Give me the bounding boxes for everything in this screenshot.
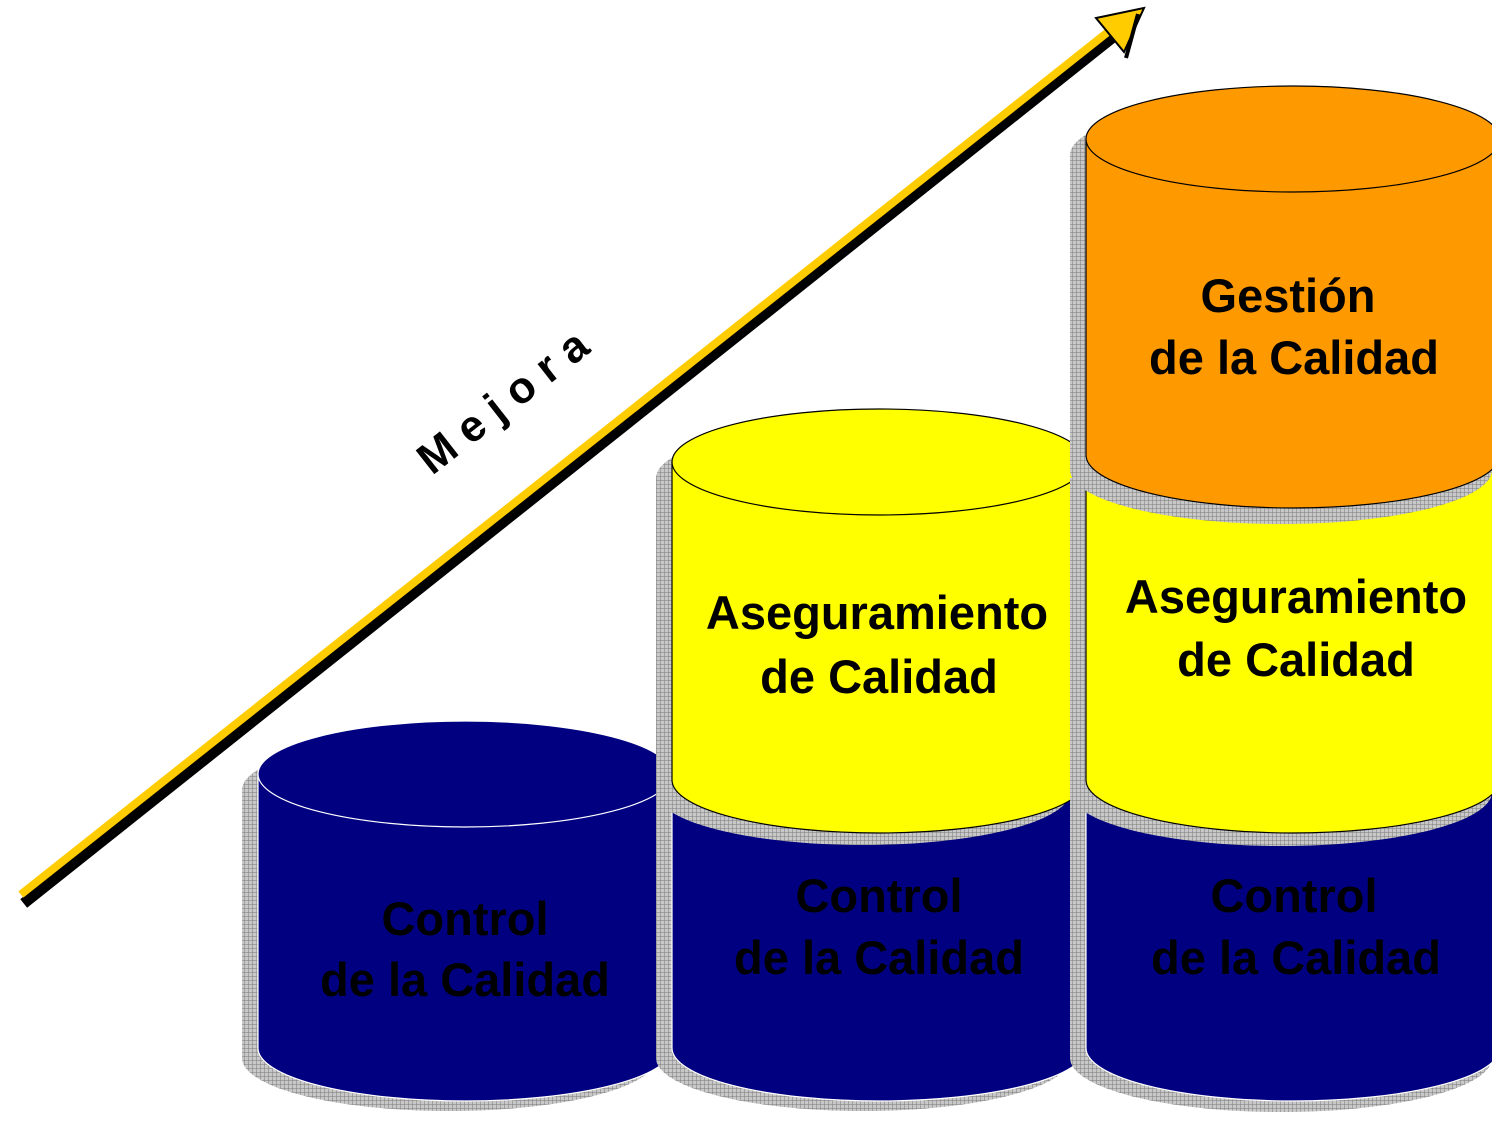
column-1: Control de la Calidad [242, 720, 673, 1111]
gestion-label-line2: de la Calidad [1149, 331, 1439, 384]
cylinder-top [671, 408, 1087, 516]
column-2-aseguramiento-cylinder: Aseguramiento de Calidad [656, 408, 1087, 845]
column-3-gestion-cylinder: Gestión de la Calidad [1070, 85, 1492, 525]
control-label-line2: de la Calidad [734, 931, 1024, 984]
column-1-control-cylinder: Control de la Calidad [242, 720, 673, 1111]
aseguramiento-label-line2: de Calidad [1177, 633, 1415, 686]
control-label-line1: Control [1210, 869, 1377, 922]
column-2: Control de la Calidad Aseguramiento de C… [656, 408, 1087, 1111]
column-3: Control de la Calidad Aseguramiento de C… [1070, 85, 1492, 1113]
arrow-head-edge [1124, 13, 1140, 59]
control-label-line2: de la Calidad [320, 953, 610, 1006]
arrow-shaft-outline [20, 22, 1130, 908]
column-2-control-cylinder: Control de la Calidad [656, 773, 1087, 1111]
arrow-shaft [18, 18, 1124, 898]
cylinder-body [671, 461, 1087, 834]
cylinder-body [1085, 773, 1492, 1102]
cylinder-body [1085, 461, 1492, 834]
aseguramiento-label-line1: Aseguramiento [1125, 570, 1467, 623]
column-3-control-cylinder: Control de la Calidad [1070, 773, 1492, 1113]
control-label-line1: Control [795, 869, 962, 922]
column-3-aseguramiento-cylinder: Aseguramiento de Calidad [1070, 461, 1492, 847]
cylinder-top [1085, 85, 1492, 193]
cylinder-body [1085, 138, 1492, 509]
aseguramiento-label-line2: de Calidad [760, 650, 998, 703]
control-label-line1: Control [381, 892, 548, 945]
gestion-label-line1: Gestión [1201, 269, 1376, 322]
cylinder-body [671, 773, 1087, 1102]
cylinder-top [257, 720, 673, 828]
control-label-line2: de la Calidad [1151, 931, 1441, 984]
cylinder-body [257, 773, 673, 1102]
aseguramiento-label-line1: Aseguramiento [706, 586, 1048, 639]
